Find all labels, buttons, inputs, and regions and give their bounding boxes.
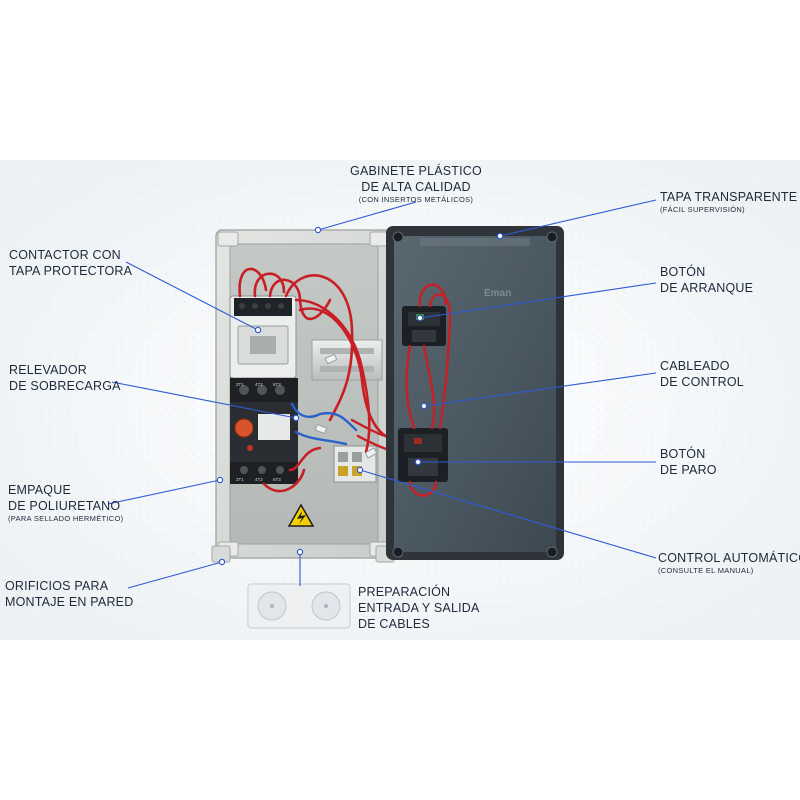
- relay-terminal-label: 2T1: [236, 477, 244, 482]
- lid-corner-screws: [392, 231, 558, 558]
- label-lid-sub: (FÁCIL SUPERVISIÓN): [660, 205, 745, 214]
- transparent-lid: Eman: [386, 226, 564, 560]
- label-mounting-line2: MONTAJE EN PARED: [5, 595, 134, 609]
- control-wiring-blue: [290, 402, 358, 446]
- label-overload: RELEVADOR DE SOBRECARGA: [9, 362, 121, 394]
- brand-logo-text: Eman: [484, 288, 511, 299]
- cable-ties: [314, 353, 378, 459]
- label-gasket-line2: DE POLIURETANO: [8, 499, 121, 513]
- label-contactor: CONTACTOR CON TAPA PROTECTORA: [9, 247, 132, 279]
- label-cable-prep-line3: DE CABLES: [358, 617, 430, 631]
- label-stop-button-line1: BOTÓN: [660, 447, 706, 461]
- label-cable-prep-line1: PREPARACIÓN: [358, 585, 451, 599]
- relay-terminal-label: 6T3: [273, 477, 281, 482]
- label-control-wiring: CABLEADO DE CONTROL: [660, 358, 744, 390]
- overload-relay: 2T1 4T2 6T3 2T1 4T2 6T3: [230, 378, 298, 484]
- label-overload-line2: DE SOBRECARGA: [9, 379, 121, 393]
- label-cabinet-sub: (CON INSERTOS METÁLICOS): [358, 195, 474, 204]
- label-auto-control-line1: CONTROL AUTOMÁTICO: [658, 551, 800, 565]
- label-auto-control: CONTROL AUTOMÁTICO (CONSULTE EL MANUAL): [658, 550, 800, 576]
- relay-terminal-label: 6T3: [273, 382, 281, 387]
- label-cabinet-line1: GABINETE PLÁSTICO: [350, 164, 482, 178]
- label-contactor-line2: TAPA PROTECTORA: [9, 264, 133, 278]
- label-lid-line1: TAPA TRANSPARENTE: [660, 190, 798, 204]
- label-auto-control-sub: (CONSULTE EL MANUAL): [658, 566, 754, 575]
- label-lid: TAPA TRANSPARENTE (FÁCIL SUPERVISIÓN): [660, 189, 797, 215]
- leader-lines: [107, 199, 657, 589]
- label-cabinet-line2: DE ALTA CALIDAD: [361, 180, 471, 194]
- label-control-wiring-line2: DE CONTROL: [660, 375, 744, 389]
- label-gasket: EMPAQUE DE POLIURETANO (PARA SELLADO HER…: [8, 482, 123, 524]
- label-cabinet: GABINETE PLÁSTICO DE ALTA CALIDAD (CON I…: [344, 163, 488, 205]
- contactor: [229, 295, 297, 379]
- overload-dial: [234, 418, 254, 438]
- relay-terminal-label: 4T2: [255, 477, 263, 482]
- cable-entry-plate: [247, 583, 351, 629]
- label-mounting-line1: ORIFICIOS PARA: [5, 579, 109, 593]
- leader-endpoints: [216, 226, 504, 566]
- label-cable-prep-line2: ENTRADA Y SALIDA: [358, 601, 480, 615]
- label-overload-line1: RELEVADOR: [9, 363, 87, 377]
- label-gasket-line1: EMPAQUE: [8, 483, 71, 497]
- label-start-button-line2: DE ARRANQUE: [660, 281, 754, 295]
- label-stop-button-line2: DE PARO: [660, 463, 717, 477]
- relay-terminal-label: 2T1: [236, 382, 244, 387]
- lid-wiring: [405, 283, 452, 497]
- label-start-button-line1: BOTÓN: [660, 265, 706, 279]
- label-start-button: BOTÓN DE ARRANQUE: [660, 264, 753, 296]
- label-cable-prep: PREPARACIÓN ENTRADA Y SALIDA DE CABLES: [358, 584, 480, 632]
- start-button: [402, 306, 446, 346]
- relay-terminal-label: 4T2: [255, 382, 263, 387]
- label-stop-button: BOTÓN DE PARO: [660, 446, 717, 478]
- label-mounting: ORIFICIOS PARA MONTAJE EN PARED: [5, 578, 133, 610]
- stop-button: [398, 428, 448, 482]
- label-contactor-line1: CONTACTOR CON: [9, 248, 121, 262]
- label-gasket-sub: (PARA SELLADO HERMÉTICO): [8, 514, 124, 523]
- high-voltage-warning-icon: [287, 503, 315, 527]
- label-control-wiring-line1: CABLEADO: [660, 359, 730, 373]
- din-rail: [311, 339, 383, 381]
